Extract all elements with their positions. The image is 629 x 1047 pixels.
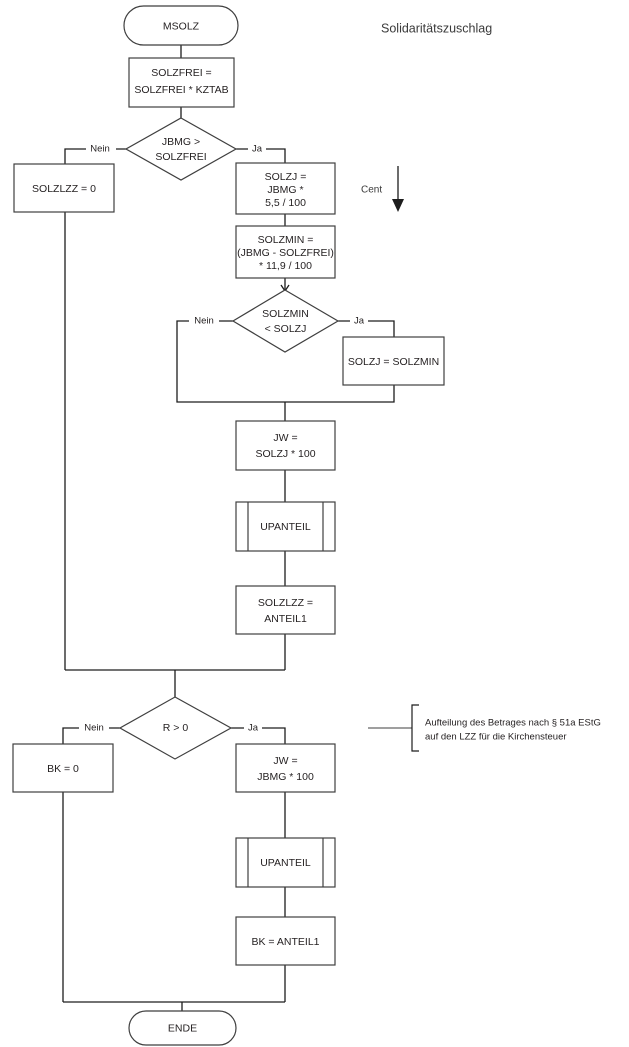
solzfrei-label-line1: SOLZFREI = [151, 67, 211, 79]
solzj-line3: 5,5 / 100 [265, 197, 306, 209]
start-terminator-shape [123, 5, 239, 46]
cent-arrow-head-icon [392, 199, 404, 212]
decision-solzmin-shape [231, 289, 340, 353]
upanteil-2-label: UPANTEIL [260, 857, 311, 869]
bk-zero-shape [12, 743, 114, 793]
label-bg-solzmin-no [189, 314, 219, 328]
node-upanteil-1[interactable]: UPANTEIL [235, 501, 336, 552]
decision-solzmin-line1: SOLZMIN [262, 308, 309, 320]
bk-anteil-label: BK = ANTEIL1 [252, 936, 320, 948]
node-solzj[interactable]: SOLZJ = JBMG * 5,5 / 100 [235, 162, 336, 215]
node-solzfrei[interactable]: SOLZFREI = SOLZFREI * KZTAB [128, 57, 235, 108]
solzmin-line2: (JBMG - SOLZFREI) [237, 247, 334, 259]
node-upanteil-2[interactable]: UPANTEIL [235, 837, 336, 888]
start-label: MSOLZ [163, 20, 200, 32]
solzlzz-anteil-line2: ANTEIL1 [264, 613, 307, 625]
solzmin-line3: * 11,9 / 100 [259, 260, 312, 272]
solzfrei-label-line2: SOLZFREI * KZTAB [134, 84, 228, 96]
node-bk-anteil[interactable]: BK = ANTEIL1 [235, 916, 336, 966]
branch-label-solzmin-yes: Ja [354, 316, 365, 327]
decision-jbmg-shape [124, 117, 238, 181]
annotation-group: Aufteilung des Betrages nach § 51a EStG … [368, 704, 601, 752]
bk-zero-label: BK = 0 [47, 763, 79, 775]
branch-label-solzmin-no: Nein [194, 316, 214, 327]
upanteil-1-shape [235, 501, 336, 552]
decision-r-label: R > 0 [163, 722, 189, 734]
decision-jbmg-line1: JBMG > [162, 136, 200, 148]
jw-solzj-shape [235, 420, 336, 471]
label-bg-jbmg-yes [248, 142, 266, 156]
node-decision-r[interactable]: R > 0 [118, 696, 233, 760]
solzj-process-shape [235, 162, 336, 215]
node-jw-solzj[interactable]: JW = SOLZJ * 100 [235, 420, 336, 471]
upanteil-2-shape [235, 837, 336, 888]
end-terminator-shape [128, 1010, 237, 1046]
solzj-line2: JBMG * [267, 184, 303, 196]
annotation-bracket-icon [411, 704, 419, 752]
jw-jbmg-shape [235, 743, 336, 793]
label-bg-r-yes [244, 721, 262, 735]
solzj-assign-label: SOLZJ = SOLZMIN [348, 356, 439, 368]
branch-label-r-no: Nein [84, 723, 104, 734]
jw-solzj-line2: SOLZJ * 100 [255, 448, 315, 460]
decision-r-shape [118, 696, 233, 760]
decision-solzmin-line2: < SOLZJ [265, 323, 307, 335]
node-solzmin[interactable]: SOLZMIN = (JBMG - SOLZFREI) * 11,9 / 100 [235, 225, 336, 279]
solzmin-process-shape [235, 225, 336, 279]
end-label: ENDE [168, 1022, 197, 1034]
node-end[interactable]: ENDE [128, 1010, 237, 1046]
upanteil-1-label: UPANTEIL [260, 521, 311, 533]
solzfrei-process-shape [128, 57, 235, 108]
solzj-assign-shape [342, 336, 445, 386]
solzlzz-zero-label: SOLZLZZ = 0 [32, 183, 96, 195]
node-bk-zero[interactable]: BK = 0 [12, 743, 114, 793]
solzmin-line1: SOLZMIN = [258, 234, 314, 246]
branch-label-jbmg-no: Nein [90, 144, 110, 155]
label-bg-r-no [79, 721, 109, 735]
node-solzj-assign[interactable]: SOLZJ = SOLZMIN [342, 336, 445, 386]
node-solzlzz-anteil[interactable]: SOLZLZZ = ANTEIL1 [235, 585, 336, 635]
connectors [62, 45, 395, 1011]
node-decision-jbmg[interactable]: JBMG > SOLZFREI [124, 117, 238, 181]
node-solzlzz-zero[interactable]: SOLZLZZ = 0 [13, 163, 115, 213]
solzlzz-anteil-line1: SOLZLZZ = [258, 597, 313, 609]
bk-anteil-shape [235, 916, 336, 966]
node-start[interactable]: MSOLZ [123, 5, 239, 46]
label-bg-jbmg-no [86, 142, 116, 156]
solzlzz-zero-shape [13, 163, 115, 213]
solzj-line1: SOLZJ = [265, 171, 307, 183]
jw-jbmg-line2: JBMG * 100 [257, 771, 314, 783]
decision-jbmg-line2: SOLZFREI [155, 151, 206, 163]
branch-label-r-yes: Ja [248, 723, 259, 734]
branch-label-jbmg-yes: Ja [252, 144, 263, 155]
jw-jbmg-line1: JW = [273, 755, 297, 767]
cent-label: Cent [361, 185, 382, 196]
solzlzz-anteil-shape [235, 585, 336, 635]
jw-solzj-line1: JW = [273, 432, 297, 444]
page-title: Solidaritätszuschlag [381, 21, 492, 35]
annotation-line1: Aufteilung des Betrages nach § 51a EStG [425, 718, 601, 729]
node-jw-jbmg[interactable]: JW = JBMG * 100 [235, 743, 336, 793]
label-bg-solzmin-yes [350, 314, 368, 328]
cent-annotation: Cent [361, 166, 404, 212]
node-decision-solzmin[interactable]: SOLZMIN < SOLZJ [231, 289, 340, 353]
annotation-line2: auf den LZZ für die Kirchensteuer [425, 732, 567, 743]
conn-solzjassign-to-merge [285, 385, 395, 403]
